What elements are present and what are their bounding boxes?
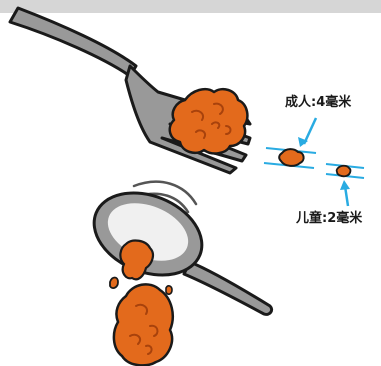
adult-pointer-arrow	[304, 118, 316, 144]
fork-handle	[10, 8, 136, 76]
top-strip	[0, 0, 381, 13]
child-measure	[326, 164, 364, 206]
adult-dose-label: 成人:4毫米	[285, 96, 351, 109]
spoon-icon	[82, 178, 272, 315]
adult-food-piece	[279, 149, 303, 166]
adult-measure	[264, 118, 316, 168]
child-food-piece	[337, 166, 351, 177]
child-dose-label: 儿童:2毫米	[296, 212, 362, 225]
spoon-handle	[184, 262, 272, 314]
